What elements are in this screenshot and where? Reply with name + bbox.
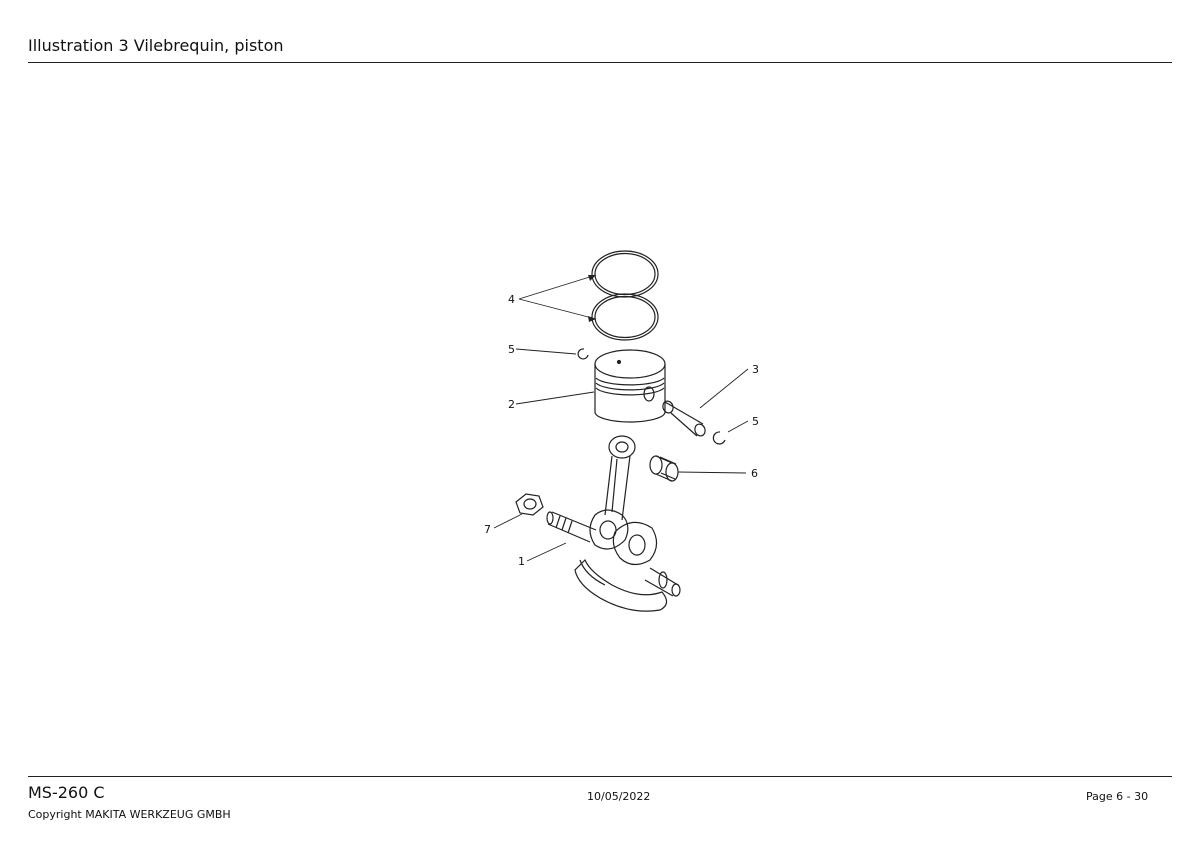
needle-bearing <box>649 455 679 482</box>
circlip-left <box>577 348 589 360</box>
document-date: 10/05/2022 <box>587 790 651 803</box>
callout-1: 1 <box>518 555 525 568</box>
piston-pin <box>662 400 706 437</box>
model-name: MS-260 C <box>28 783 105 802</box>
callout-4: 4 <box>508 293 515 306</box>
callout-7: 7 <box>484 523 491 536</box>
footer-divider <box>28 776 1172 777</box>
crankshaft-nut <box>515 493 544 516</box>
callout-arrowheads <box>588 275 596 322</box>
crankshaft <box>546 435 681 612</box>
callout-6: 6 <box>751 467 758 480</box>
callout-5-right: 5 <box>752 415 759 428</box>
copyright-text: Copyright MAKITA WERKZEUG GMBH <box>28 808 231 821</box>
page-title: Illustration 3 Vilebrequin, piston <box>28 36 284 55</box>
callout-5-left: 5 <box>508 343 515 356</box>
callout-3: 3 <box>752 363 759 376</box>
header-divider <box>28 62 1172 63</box>
piston-ring-upper <box>591 250 659 298</box>
page-number: Page 6 - 30 <box>1086 790 1149 803</box>
piston-ring-lower <box>591 293 659 341</box>
piston <box>594 349 666 423</box>
circlip-right <box>712 431 726 445</box>
callout-leaders <box>493 274 749 562</box>
callout-2: 2 <box>508 398 515 411</box>
